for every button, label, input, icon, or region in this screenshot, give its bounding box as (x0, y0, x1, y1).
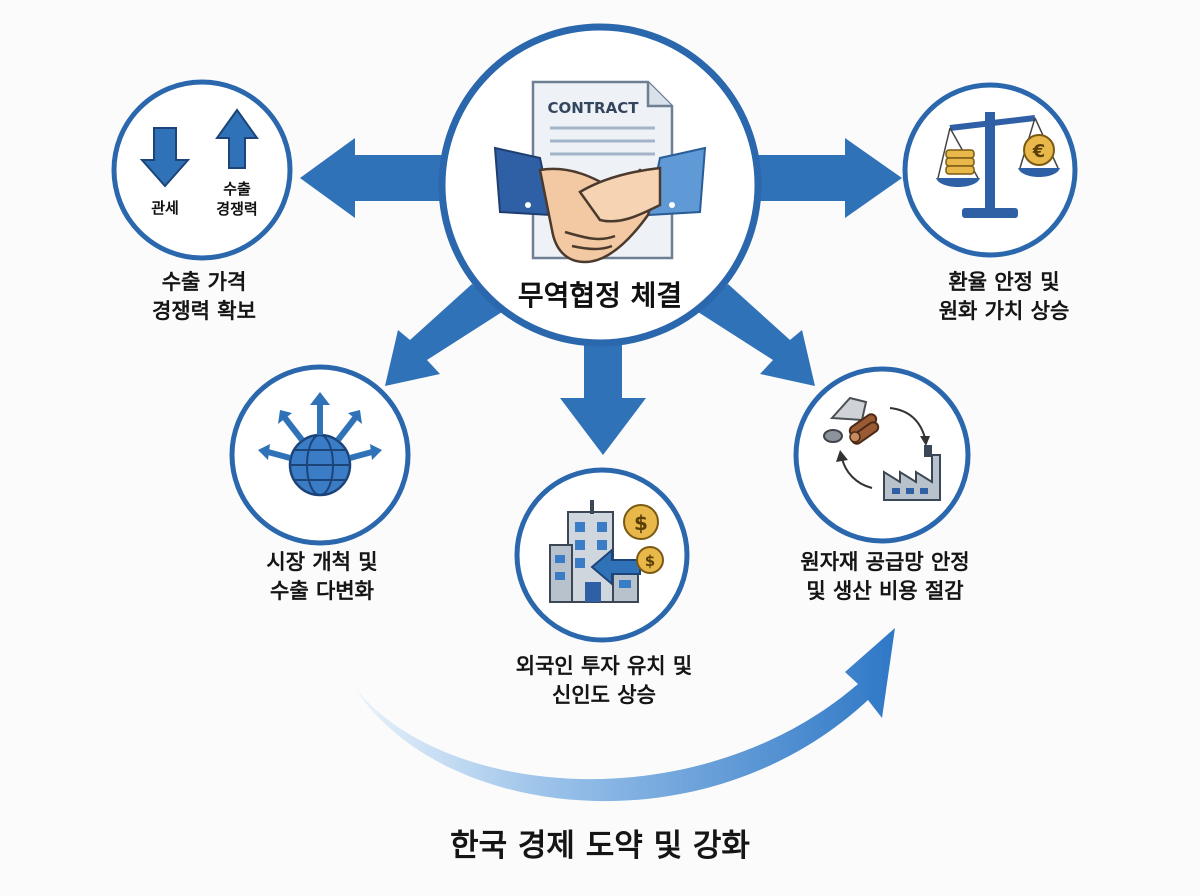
investment-node: $ $ (514, 467, 690, 643)
center-title: 무역협정 체결 (518, 279, 682, 312)
tariff-label: 관세 (151, 199, 179, 217)
tariff-caption-line1: 수출 가격 (161, 270, 247, 294)
market-node (229, 364, 411, 546)
investment-caption-line1: 외국인 투자 유치 및 (515, 654, 693, 678)
arrow-to-investment (560, 345, 646, 455)
center-node: CONTRACT 무역협정 체결 (438, 23, 762, 347)
cycle-arrows-icon (836, 407, 930, 489)
exchange-caption: 환율 안정 및 원화 가치 상승 (939, 268, 1070, 326)
dollar-coin-large-icon (623, 504, 659, 540)
coin-stack-icon (945, 149, 975, 175)
euro-coin-icon (1023, 134, 1055, 166)
factory-icon (883, 445, 941, 501)
market-caption-line1: 시장 개척 및 (266, 550, 378, 574)
supply-node (793, 366, 971, 544)
growth-arrow (355, 628, 895, 802)
export-label-line2: 경쟁력 (216, 200, 257, 218)
raw-materials-icon (823, 396, 880, 445)
market-caption-line2: 수출 다변화 (270, 579, 374, 603)
tariff-node: 관세 수출 경쟁력 (111, 79, 293, 261)
supply-caption: 원자재 공급망 안정 및 생산 비용 절감 (800, 548, 969, 606)
inflow-arrow-icon (590, 547, 641, 587)
arrow-to-market (385, 284, 502, 386)
market-caption: 시장 개척 및 수출 다변화 (266, 548, 377, 606)
supply-caption-line2: 및 생산 비용 절감 (806, 579, 964, 603)
investment-caption: 외국인 투자 유치 및 신인도 상승 (516, 652, 693, 710)
tariff-caption-line2: 경쟁력 확보 (152, 299, 256, 323)
euro-symbol: € (1032, 141, 1046, 162)
arrow-up-icon (215, 108, 259, 169)
exchange-caption-line1: 환율 안정 및 (948, 270, 1060, 294)
arrow-to-supply (698, 284, 815, 386)
dollar-coin-small-icon (636, 546, 664, 574)
exchange-caption-line2: 원화 가치 상승 (938, 299, 1070, 323)
balance-scale-icon: € (936, 112, 1060, 218)
tariff-caption: 수출 가격 경쟁력 확보 (152, 268, 256, 326)
footer-title: 한국 경제 도약 및 강화 (450, 828, 750, 864)
dollar-symbol-small: $ (645, 552, 655, 570)
dollar-symbol-large: $ (634, 511, 648, 535)
expansion-arrows-icon (258, 392, 382, 461)
arrow-to-exchange (750, 138, 902, 218)
exchange-node: € (902, 82, 1078, 258)
handshake-icon (493, 146, 707, 264)
contract-label: CONTRACT (548, 99, 640, 117)
arrow-down-icon (139, 127, 191, 188)
arrow-to-tariff (300, 138, 450, 218)
investment-caption-line2: 신인도 상승 (552, 683, 656, 707)
export-label-line1: 수출 (223, 180, 251, 198)
globe-icon (288, 433, 352, 497)
supply-caption-line1: 원자재 공급망 안정 (800, 550, 970, 574)
